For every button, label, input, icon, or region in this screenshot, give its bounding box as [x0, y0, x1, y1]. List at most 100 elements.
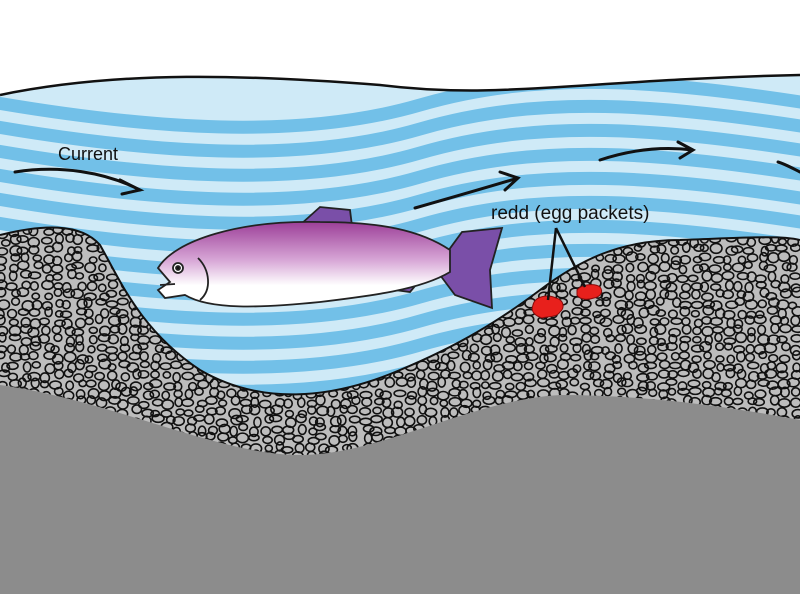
- pebble: [589, 334, 601, 344]
- pebble: [746, 332, 756, 344]
- pebble: [744, 352, 756, 363]
- pebble: [633, 244, 643, 252]
- pebble: [28, 308, 41, 317]
- pebble: [604, 253, 618, 263]
- pebble: [702, 304, 715, 316]
- pebble: [571, 306, 584, 316]
- pebble: [715, 355, 725, 363]
- pebble: [522, 372, 535, 382]
- pebble: [500, 326, 512, 339]
- pebble: [131, 404, 143, 415]
- pebble: [757, 378, 770, 387]
- pebble: [625, 262, 635, 273]
- water-stripe: [0, 195, 800, 254]
- pebble: [97, 283, 107, 293]
- pebble: [40, 236, 53, 245]
- pebble: [688, 386, 702, 396]
- pebble: [635, 386, 648, 396]
- pebble: [296, 397, 306, 408]
- pebble: [372, 406, 383, 415]
- pebble: [226, 388, 237, 399]
- pebble: [490, 351, 503, 363]
- pebble: [643, 361, 658, 370]
- pebble: [295, 413, 307, 424]
- pebble: [6, 344, 17, 354]
- pebble: [117, 323, 128, 335]
- pebble: [384, 376, 396, 388]
- pebble: [648, 388, 658, 398]
- pebble: [88, 334, 98, 345]
- pebble: [708, 264, 722, 274]
- pebble: [0, 286, 7, 298]
- pebble: [704, 334, 714, 346]
- pebble: [792, 362, 800, 373]
- pebble: [592, 378, 605, 388]
- pebble: [649, 318, 660, 326]
- pebble: [369, 426, 383, 437]
- pebble: [291, 434, 305, 444]
- pebble: [790, 283, 800, 293]
- pebble: [129, 381, 143, 392]
- pebble: [755, 280, 767, 289]
- pebble: [248, 433, 260, 442]
- pebble: [10, 296, 21, 306]
- pebble: [437, 376, 447, 388]
- pebble: [86, 281, 98, 292]
- pebble: [28, 350, 39, 361]
- pebble: [777, 281, 791, 293]
- pebble: [75, 307, 88, 316]
- pebble: [440, 406, 450, 418]
- pebble: [690, 344, 705, 353]
- arrow-icon: [413, 170, 521, 210]
- pebble: [789, 344, 800, 356]
- pebble: [670, 255, 683, 266]
- pebble: [693, 243, 705, 252]
- pebble: [723, 342, 734, 351]
- arrow-icon: [598, 140, 697, 162]
- pebble: [458, 380, 469, 389]
- pebble: [742, 246, 755, 255]
- pebble: [625, 251, 639, 263]
- pebble: [248, 426, 259, 438]
- pebble: [731, 262, 745, 273]
- pebble: [569, 337, 583, 347]
- pebble: [8, 270, 18, 282]
- pebble: [714, 381, 727, 391]
- pebble: [151, 413, 165, 424]
- pebble: [16, 260, 30, 271]
- pebble: [670, 245, 680, 255]
- pebble: [50, 264, 64, 274]
- pebble: [86, 395, 97, 406]
- pebble: [404, 395, 417, 406]
- pebble: [699, 243, 710, 253]
- pebble: [560, 310, 571, 320]
- pebble: [659, 279, 672, 290]
- pebble: [63, 351, 77, 363]
- pebble: [655, 296, 665, 306]
- pebble: [765, 291, 778, 301]
- pebble: [59, 310, 73, 319]
- pebble: [645, 270, 657, 282]
- pebble: [61, 299, 71, 310]
- pebble: [603, 265, 613, 275]
- pebble: [65, 336, 76, 348]
- pebble: [253, 416, 262, 429]
- pebble: [698, 252, 712, 262]
- pebble: [459, 398, 473, 409]
- pebble: [691, 335, 702, 344]
- pebble: [203, 413, 215, 425]
- pebble: [550, 282, 561, 293]
- pebble: [0, 314, 6, 326]
- pebble: [403, 415, 416, 427]
- pebble: [779, 323, 792, 334]
- current-arrows: [13, 140, 800, 210]
- pebble: [181, 398, 195, 408]
- pebble: [373, 397, 385, 406]
- pebble: [657, 369, 671, 379]
- pebble: [722, 363, 736, 372]
- pebble: [84, 262, 97, 274]
- pebble: [757, 299, 768, 309]
- pebble: [536, 377, 551, 388]
- pebble: [172, 415, 186, 427]
- pebble: [658, 389, 669, 400]
